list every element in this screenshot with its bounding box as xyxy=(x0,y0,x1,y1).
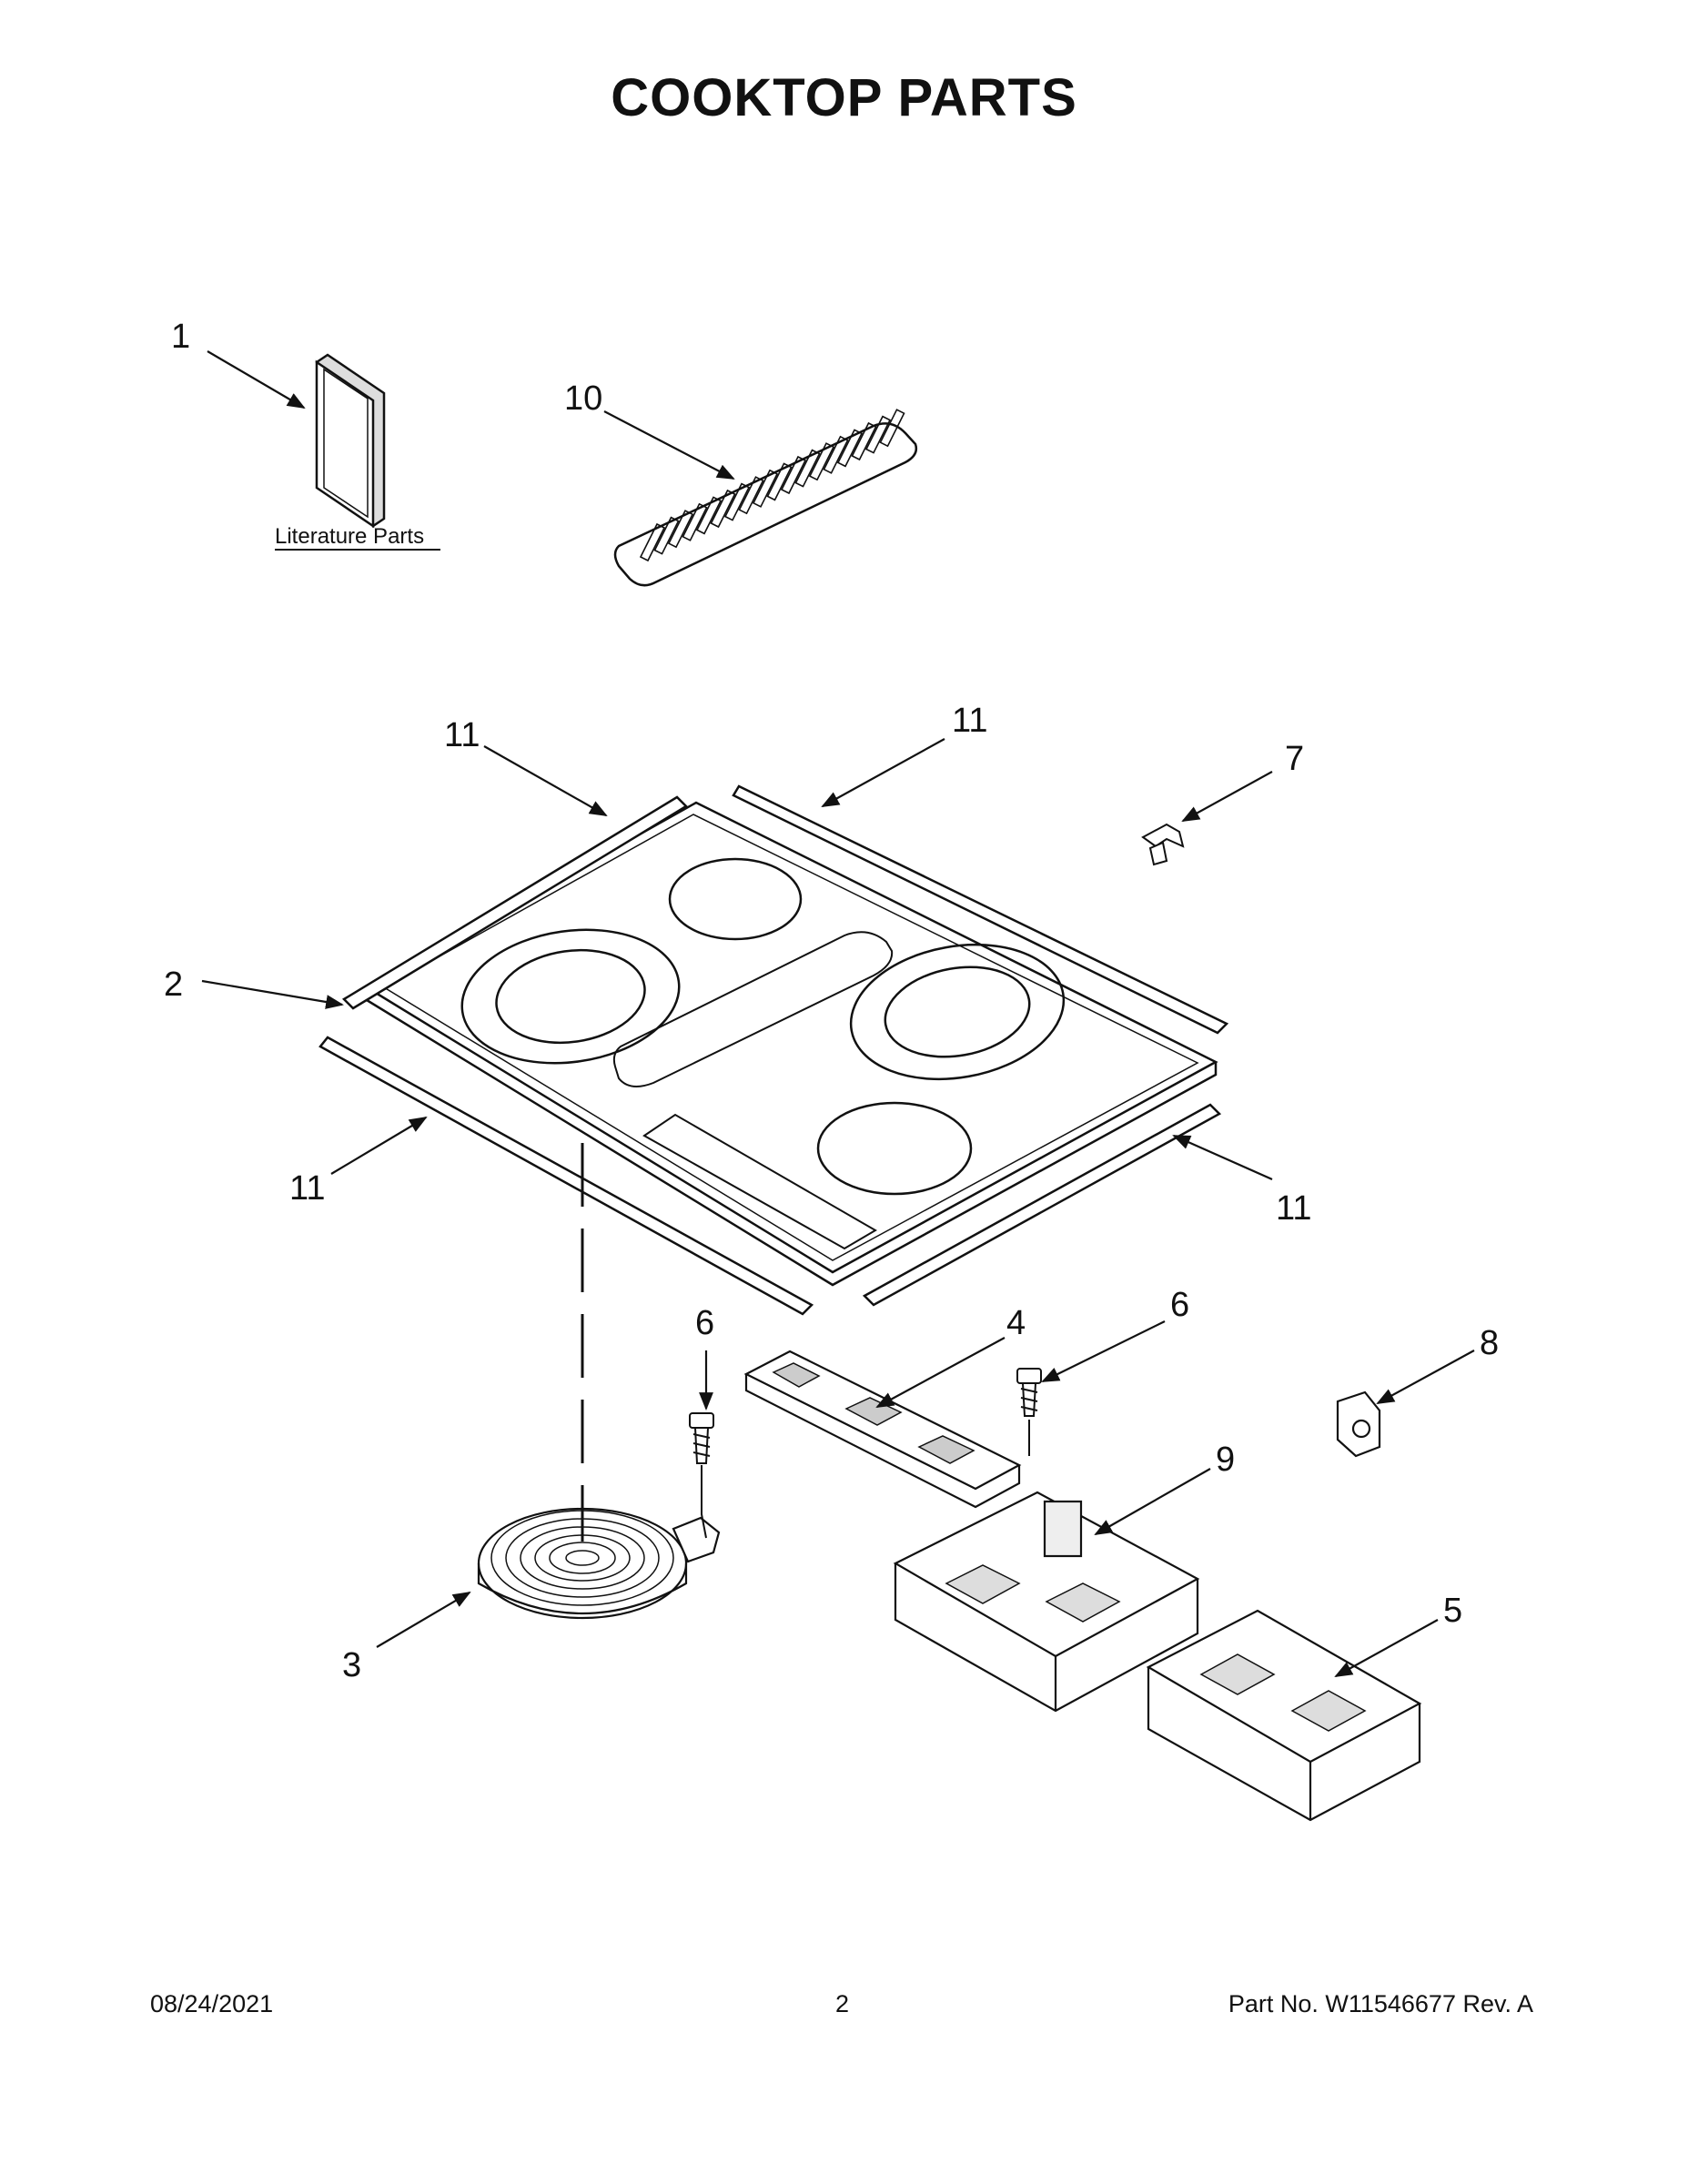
glass-cooktop xyxy=(364,801,1218,1287)
main-control-box xyxy=(893,1491,1200,1713)
callout-4: 4 xyxy=(1006,1304,1026,1342)
bushing xyxy=(1336,1390,1381,1458)
callout-11-top-left: 11 xyxy=(444,716,480,754)
grille-slot xyxy=(682,502,708,541)
grille-slot xyxy=(667,510,694,549)
spring-clip xyxy=(1141,823,1185,866)
trim-strips xyxy=(318,784,1229,1316)
callout-9: 9 xyxy=(1216,1441,1235,1479)
radiant-element xyxy=(477,1507,721,1620)
touch-control-board xyxy=(743,1350,1022,1509)
callout-2: 2 xyxy=(164,966,183,1004)
callout-3: 3 xyxy=(342,1646,361,1684)
grille-slot xyxy=(723,482,751,521)
literature-parts-label: Literature Parts xyxy=(275,524,424,549)
warming-zone-outline xyxy=(612,931,894,1087)
grille-slot xyxy=(695,496,723,535)
callout-1: 1 xyxy=(171,318,190,356)
callout-6-left: 6 xyxy=(695,1304,714,1342)
grille-slots xyxy=(639,409,905,562)
callout-11-bottom-right: 11 xyxy=(1276,1189,1311,1228)
literature-booklet xyxy=(315,353,386,529)
grille-slot xyxy=(794,449,821,488)
screw-right xyxy=(1016,1368,1042,1417)
vent-grille xyxy=(613,409,918,587)
callout-5: 5 xyxy=(1443,1592,1462,1630)
callout-10: 10 xyxy=(564,379,602,418)
control-panel-outline xyxy=(642,1113,877,1250)
grille-slot xyxy=(879,409,905,448)
footer-date: 08/24/2021 xyxy=(150,1990,274,2017)
grille-slot xyxy=(836,429,864,468)
leader-arrows xyxy=(201,350,1475,1677)
callout-11-bottom-left: 11 xyxy=(289,1169,325,1208)
callout-6-right: 6 xyxy=(1170,1286,1189,1324)
callout-7: 7 xyxy=(1285,740,1304,778)
grille-slot xyxy=(639,522,666,562)
grille-slot xyxy=(738,476,764,515)
screw-left xyxy=(689,1412,714,1464)
grille-slot xyxy=(710,489,736,529)
footer-page-number: 2 xyxy=(835,1990,850,2017)
relay-box xyxy=(1146,1609,1422,1822)
grille-slot xyxy=(752,469,779,508)
grille-slot xyxy=(823,435,849,474)
grille-slot xyxy=(864,415,892,454)
footer-part-number: Part No. W11546677 Rev. A xyxy=(1228,1990,1533,2017)
grille-slot xyxy=(808,442,835,481)
callout-11-top-right: 11 xyxy=(952,702,987,740)
callout-8: 8 xyxy=(1480,1324,1499,1362)
grille-slot xyxy=(851,421,877,461)
page-title: COOKTOP PARTS xyxy=(611,68,1077,127)
burner-rings xyxy=(460,857,1066,1196)
grille-slot xyxy=(653,516,680,555)
assembly-lines xyxy=(581,1143,1030,1542)
grille-slot xyxy=(780,455,807,495)
grille-slot xyxy=(766,462,793,501)
